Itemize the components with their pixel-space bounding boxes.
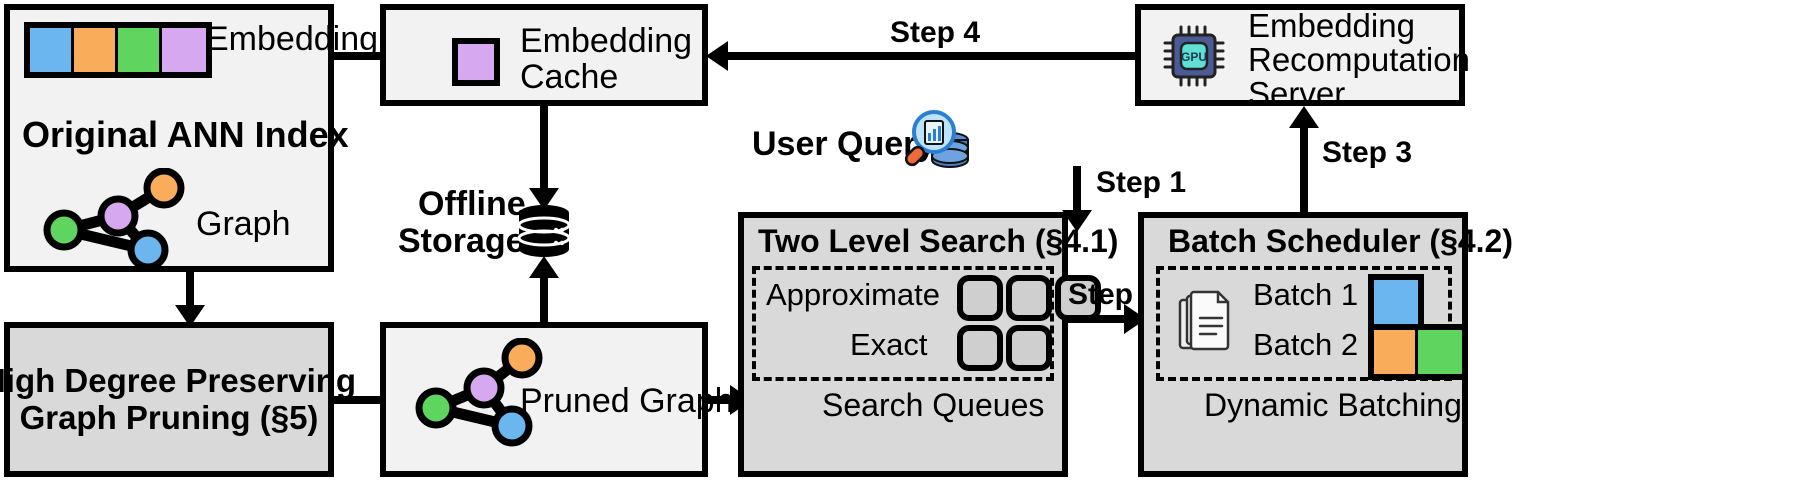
queue-slot bbox=[1006, 275, 1052, 321]
queue-slot bbox=[957, 325, 1003, 371]
exact-slots bbox=[957, 325, 1052, 371]
dynamic-batching-footer: Dynamic Batching bbox=[1204, 387, 1462, 423]
queue-slot bbox=[957, 275, 1003, 321]
arrow-step4-line bbox=[718, 52, 1138, 60]
gpu-chip-icon: GPU bbox=[1163, 25, 1225, 87]
embedding-label: Embedding bbox=[206, 20, 379, 58]
pruned-graph-icon bbox=[415, 338, 543, 447]
arrow-step3-line bbox=[1300, 112, 1308, 212]
arrow-pruned-to-search-line bbox=[708, 396, 738, 404]
approximate-row-label: Approximate bbox=[766, 277, 941, 312]
arrow-pruned-to-storage-head bbox=[529, 256, 559, 278]
recomputation-server-line1: Embedding bbox=[1248, 7, 1415, 44]
database-cylinder-icon bbox=[517, 205, 571, 257]
original-ann-index-title: Original ANN Index bbox=[22, 114, 349, 155]
exact-row-label: Exact bbox=[850, 327, 928, 362]
graph-pruning-box: High Degree Preserving Graph Pruning (§5… bbox=[0, 322, 356, 477]
pruned-graph-label: Pruned Graph bbox=[520, 382, 734, 420]
arrow-cache-to-storage-head bbox=[529, 188, 559, 210]
queue-slot bbox=[1055, 275, 1101, 321]
two-level-search-title: Two Level Search (§4.1) bbox=[758, 223, 1119, 259]
batch-swatch-green bbox=[1418, 330, 1462, 374]
arrow-cache-to-storage-line bbox=[540, 106, 548, 194]
queue-slot bbox=[1006, 325, 1052, 371]
batch-swatch-blue bbox=[1374, 280, 1418, 324]
arrow-step4-head bbox=[706, 41, 728, 71]
arrow-step3-head bbox=[1289, 106, 1319, 128]
swatch-orange bbox=[74, 28, 118, 72]
arrow-pruning-to-pruned-line bbox=[334, 396, 394, 404]
magnifier-document-database-icon bbox=[904, 110, 969, 168]
arrow-step1-line bbox=[1073, 166, 1081, 216]
graph-pruning-line1: High Degree Preserving bbox=[0, 361, 357, 399]
swatch-green bbox=[118, 28, 162, 72]
batch2-swatches bbox=[1368, 324, 1468, 380]
embedding-swatch-strip bbox=[24, 22, 212, 78]
swatch-purple bbox=[162, 28, 206, 72]
recomputation-server-line3: Server bbox=[1248, 75, 1346, 112]
step4-label: Step 4 bbox=[890, 16, 981, 49]
offline-storage-line1: Offline bbox=[418, 185, 526, 223]
arrow-index-to-pruning-line bbox=[186, 272, 194, 310]
dynamic-batching-dashed-region bbox=[1156, 266, 1452, 381]
step3-label: Step 3 bbox=[1322, 136, 1413, 169]
batch1-swatches bbox=[1368, 274, 1424, 330]
swatch-blue bbox=[30, 28, 74, 72]
arrow-index-to-cache-line bbox=[334, 52, 394, 60]
arrow-pruned-to-storage-line bbox=[540, 262, 548, 322]
original-graph-icon bbox=[43, 168, 185, 268]
embedding-cache-swatch-icon bbox=[452, 38, 500, 86]
documents-stack-icon bbox=[1178, 290, 1230, 351]
search-queues-footer: Search Queues bbox=[822, 387, 1045, 423]
batch2-label: Batch 2 bbox=[1253, 327, 1359, 362]
arrow-step2-line bbox=[1068, 315, 1130, 323]
graph-label: Graph bbox=[196, 205, 291, 243]
embedding-cache-line1: Embedding bbox=[520, 22, 693, 60]
step1-label: Step 1 bbox=[1096, 166, 1187, 199]
recomputation-server-line2: Recomputation bbox=[1248, 41, 1470, 78]
approximate-slots bbox=[957, 275, 1101, 321]
offline-storage-line2: Storage bbox=[398, 222, 525, 260]
embedding-cache-line2: Cache bbox=[520, 58, 619, 96]
batch-swatch-orange bbox=[1374, 330, 1418, 374]
svg-text:GPU: GPU bbox=[1181, 50, 1207, 64]
search-queues-dashed-region bbox=[752, 266, 1054, 381]
arrow-index-to-pruning-head bbox=[175, 305, 205, 327]
arrow-step1-head bbox=[1062, 210, 1092, 232]
embedding-cache-box bbox=[380, 4, 708, 106]
graph-pruning-line2: Graph Pruning (§5) bbox=[19, 398, 319, 436]
batch-scheduler-title: Batch Scheduler (§4.2) bbox=[1168, 223, 1513, 259]
batch1-label: Batch 1 bbox=[1253, 277, 1359, 312]
